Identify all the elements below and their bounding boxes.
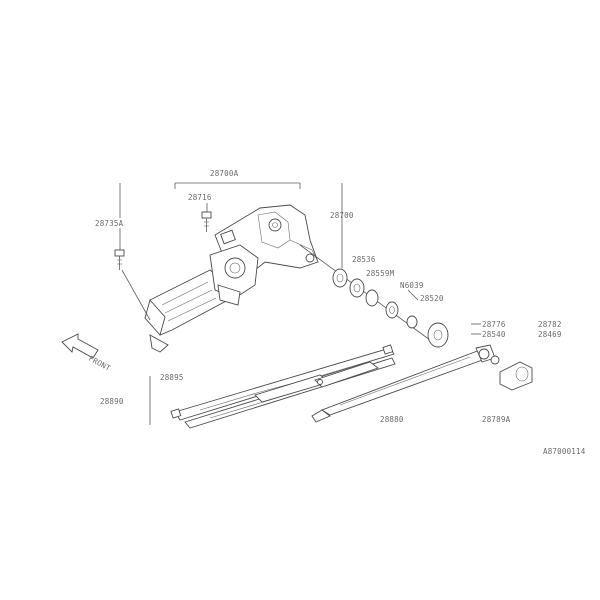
wiper-blade-assembly: [170, 344, 396, 429]
pivot-hardware: [299, 244, 449, 348]
callout-lines: [119, 182, 481, 425]
label-seal: 28536: [352, 255, 376, 264]
label-nut: N6039: [400, 281, 424, 290]
wiper-motor-assembly: [144, 204, 319, 353]
wiper-arm: [311, 344, 496, 423]
label-arm-cap-c: 28469: [538, 330, 562, 339]
label-bolt-top: 28716: [188, 193, 212, 202]
label-arm-cap-b: 28782: [538, 320, 562, 329]
label-motor-assy: 28700A: [210, 169, 239, 178]
bolt-top: [201, 211, 212, 232]
label-washer: 28559M: [366, 269, 395, 278]
label-nut2: 28520: [420, 294, 444, 303]
label-arm: 28880: [380, 415, 404, 424]
label-cap: 28789A: [482, 415, 511, 424]
label-blade-refill: 28895: [160, 373, 184, 382]
bolt-left: [114, 249, 151, 321]
front-label: FRONT: [87, 354, 112, 373]
arm-cap: [490, 355, 533, 391]
label-arm-cap-a: 28776: [482, 320, 506, 329]
part-labels: 28700A 28716 28700 28735A 28536 28559M N…: [95, 169, 586, 456]
label-bolt-left: 28735A: [95, 219, 124, 228]
label-bracket: 28700: [330, 211, 354, 220]
label-arm-nut: 28540: [482, 330, 506, 339]
figure-id: A87000114: [543, 447, 586, 456]
front-direction-arrow: FRONT: [61, 333, 112, 373]
label-blade-assy: 28890: [100, 397, 124, 406]
